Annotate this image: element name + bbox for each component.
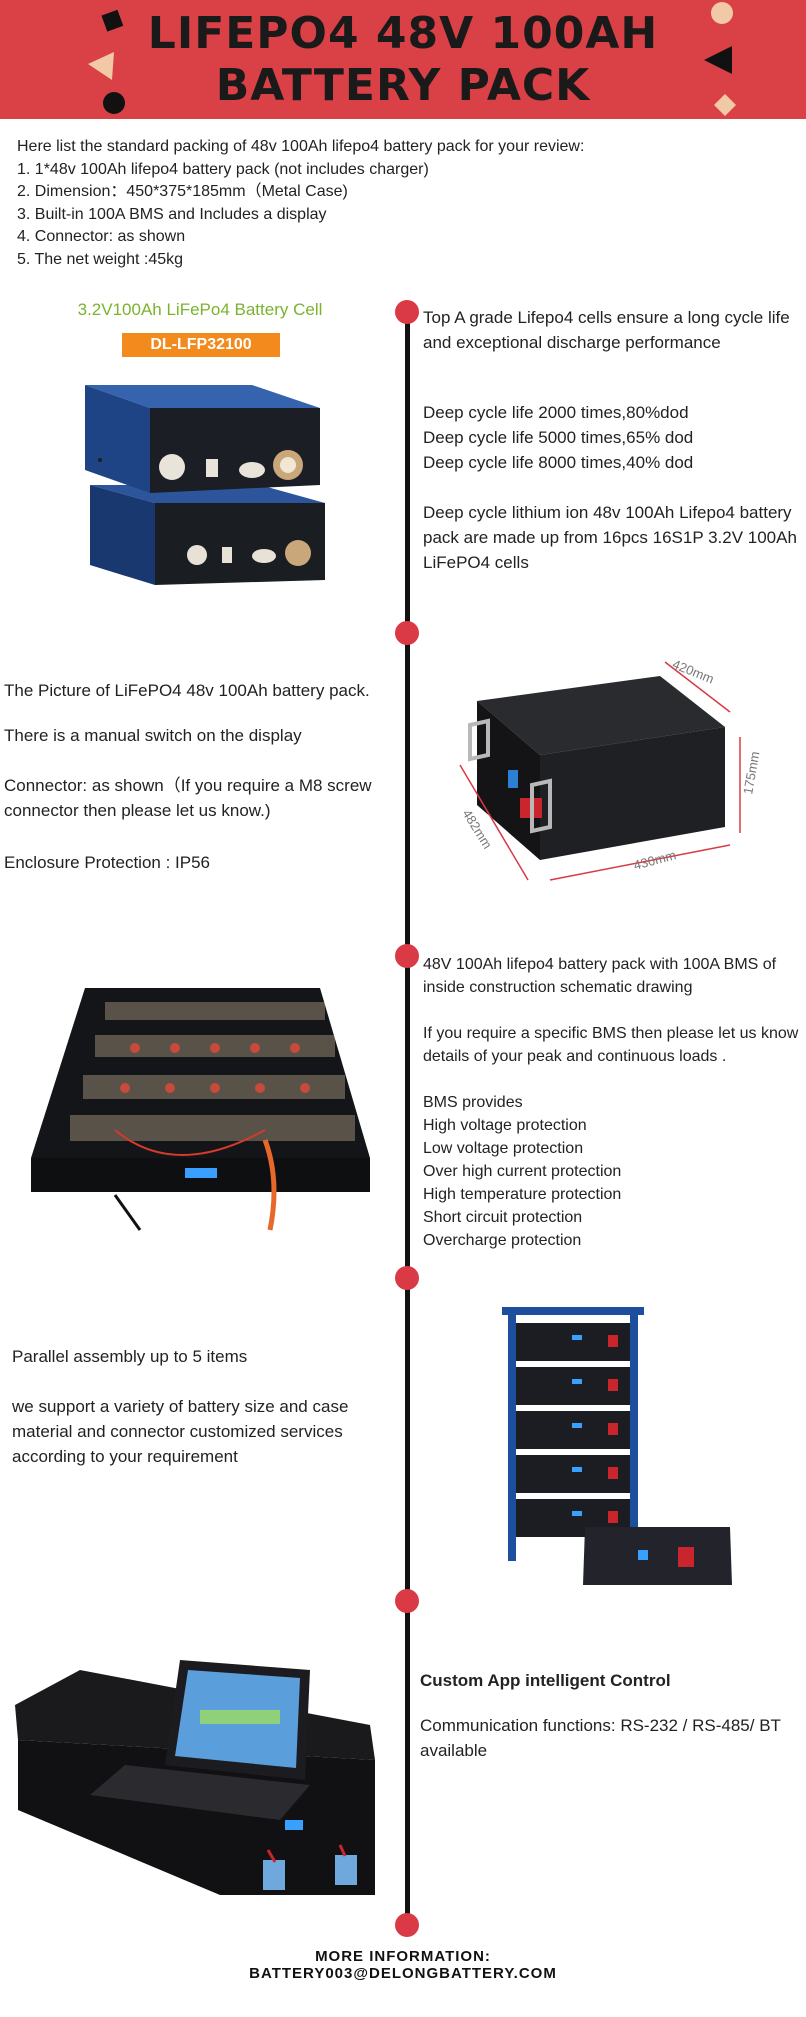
cell-title: 3.2V100Ah LiFePo4 Battery Cell: [77, 300, 323, 319]
footer-contact: MORE INFORMATION: BATTERY003@DELONGBATTE…: [0, 1948, 806, 1982]
list-item: 5. The net weight :45kg: [17, 250, 184, 268]
cycle-life-item: Deep cycle life 2000 times,80%dod: [423, 403, 689, 422]
cycle-life-item: Deep cycle life 8000 times,40% dod: [423, 453, 694, 472]
page-title: LIFEPO4 48V 100AH BATTERY PACK: [0, 8, 806, 112]
cycle-life-item: Deep cycle life 5000 times,65% dod: [423, 428, 694, 447]
dimension-label-top: 420mm: [670, 656, 716, 686]
list-item: Over high current protection: [423, 1163, 622, 1180]
battery-cell-image: [85, 385, 325, 585]
timeline-dot: [395, 300, 419, 324]
bms-request-text: If you require a specific BMS then pleas…: [423, 1025, 799, 1065]
triangle-decoration-icon: [88, 52, 114, 80]
list-item: Short circuit protection: [423, 1209, 583, 1226]
bms-features-list: BMS provides High voltage protection Low…: [423, 1091, 806, 1252]
construction-text: 48V 100Ah lifepo4 battery pack with 100A…: [423, 956, 777, 996]
bms-features-title: BMS provides: [423, 1094, 523, 1111]
pack-picture-caption: The Picture of LiFePO4 48v 100Ah battery…: [4, 681, 370, 700]
customization-text: we support a variety of battery size and…: [12, 1397, 349, 1466]
list-item: 2. Dimension：450*375*185mm（Metal Case): [17, 183, 348, 200]
cells-description: Top A grade Lifepo4 cells ensure a long …: [423, 308, 790, 352]
parallel-assembly-text: Parallel assembly up to 5 items: [12, 1347, 248, 1366]
list-item: High voltage protection: [423, 1117, 587, 1134]
timeline-dot: [395, 1589, 419, 1613]
battery-pack-image: 420mm 175mm 482mm 430mm: [459, 656, 762, 881]
list-item: Overcharge protection: [423, 1232, 582, 1249]
timeline-dot: [395, 1266, 419, 1290]
dimension-label-bottom: 430mm: [632, 847, 678, 873]
communication-functions-text: Communication functions: RS-232 / RS-485…: [420, 1716, 781, 1760]
title-line-1: LIFEPO4 48V 100AH: [147, 8, 659, 59]
timeline-dot: [395, 621, 419, 645]
list-item: Low voltage protection: [423, 1140, 584, 1157]
contact-email: BATTERY003@DELONGBATTERY.COM: [249, 1965, 557, 1982]
triangle-decoration-icon: [704, 46, 732, 74]
rack-assembly-image: [502, 1307, 732, 1585]
dimension-label-right: 175mm: [740, 750, 762, 795]
list-item: Here list the standard packing of 48v 10…: [17, 138, 585, 155]
connector-text: Connector: as shown（If you require a M8 …: [4, 776, 372, 820]
app-control-heading: Custom App intelligent Control: [420, 1671, 671, 1690]
square-decoration-icon: [101, 9, 124, 32]
page-header: [0, 0, 806, 119]
list-item: 3. Built-in 100A BMS and Includes a disp…: [17, 205, 327, 223]
timeline-line: [405, 310, 410, 1925]
pack-internals-image: [31, 988, 370, 1231]
manual-switch-text: There is a manual switch on the display: [4, 726, 302, 745]
title-line-2: BATTERY PACK: [215, 60, 591, 111]
list-item: High temperature protection: [423, 1186, 622, 1203]
timeline-dot: [395, 1913, 419, 1937]
list-item: 1. 1*48v 100Ah lifepo4 battery pack (not…: [17, 160, 429, 178]
footer-title: MORE INFORMATION:: [315, 1948, 491, 1965]
cell-model-badge: DL-LFP32100: [122, 333, 280, 357]
timeline-dot: [395, 944, 419, 968]
circle-decoration-icon: [103, 92, 125, 114]
packing-list: Here list the standard packing of 48v 10…: [17, 136, 797, 271]
enclosure-protection-text: Enclosure Protection : IP56: [4, 853, 211, 872]
cycle-life-list: Deep cycle life 2000 times,80%dod Deep c…: [423, 400, 803, 475]
pack-composition-text: Deep cycle lithium ion 48v 100Ah Lifepo4…: [423, 503, 797, 572]
list-item: 4. Connector: as shown: [17, 228, 186, 245]
app-control-image: [15, 1660, 375, 1895]
circle-decoration-icon: [711, 2, 733, 24]
diamond-decoration-icon: [714, 94, 736, 116]
